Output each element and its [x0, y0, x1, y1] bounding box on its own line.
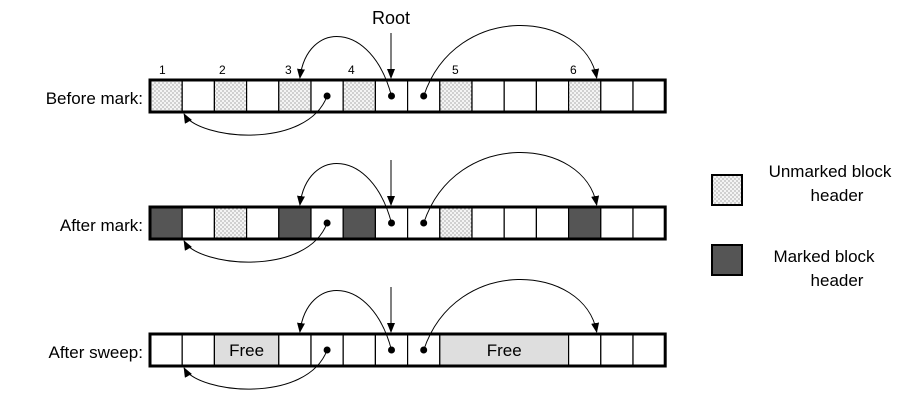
pointer-arrow: [423, 25, 600, 97]
block-number-1: 1: [159, 63, 166, 77]
pointer-arrow: [297, 36, 392, 97]
heap-cell: [149, 333, 183, 367]
heap-cell: [632, 79, 666, 113]
block-number-5: 5: [452, 63, 459, 77]
heap-row-border: [148, 205, 667, 241]
heap-cell: [342, 333, 377, 367]
heap-cell: [503, 206, 538, 240]
root-label: Root: [372, 8, 410, 28]
pointer-arrow: [183, 222, 328, 263]
heap-cell: [600, 79, 634, 113]
free-label: Free: [487, 341, 522, 360]
unmarked-header-cell: [213, 79, 248, 113]
block-number-6: 6: [570, 63, 577, 77]
free-label: Free: [229, 341, 264, 360]
unmarked-header-cell: [567, 79, 602, 113]
marked-header-cell: [567, 206, 602, 240]
heap-cell: [181, 79, 215, 113]
heap-cell: [471, 79, 505, 113]
row-label-after-mark: After mark:: [60, 216, 143, 235]
heap-row-border: [148, 332, 667, 368]
legend-marked-line2: header: [811, 271, 864, 290]
heap-cell: [246, 206, 280, 240]
heap-cell: [471, 206, 505, 240]
heap-row-border: [148, 78, 667, 114]
heap-row-before-mark: [148, 78, 667, 114]
row-label-after-sweep: After sweep:: [49, 343, 144, 362]
heap-cell: [632, 333, 666, 367]
heap-cell: [535, 79, 570, 113]
heap-cell: [246, 79, 280, 113]
legend-marked-line1: Marked block: [773, 247, 875, 266]
heap-cell: [181, 333, 215, 367]
heap-cell: [600, 206, 634, 240]
unmarked-header-cell: [149, 79, 183, 113]
legend-marked-swatch: [711, 244, 743, 276]
pointer-arrows: [183, 25, 600, 390]
legend: Unmarked block header Marked block heade…: [711, 162, 892, 290]
heap-cell: [567, 333, 602, 367]
pointer-arrow: [297, 290, 392, 351]
pointer-arrow: [297, 163, 392, 224]
legend-unmarked-line1: Unmarked block: [769, 162, 892, 181]
marked-header-cell: [149, 206, 183, 240]
pointer-arrow: [183, 95, 328, 136]
unmarked-header-cell: [278, 79, 312, 113]
heap-row-after-sweep: Free Free: [148, 332, 667, 368]
heap-row-after-mark: [148, 205, 667, 241]
marked-header-cell: [342, 206, 377, 240]
marked-header-cell: [278, 206, 312, 240]
block-number-2: 2: [219, 63, 226, 77]
heap-cell: [278, 333, 312, 367]
unmarked-header-cell: [342, 79, 377, 113]
pointer-arrow: [423, 279, 600, 351]
unmarked-header-cell: [439, 79, 473, 113]
pointer-arrow: [183, 349, 328, 390]
heap-cell: [600, 333, 634, 367]
row-label-before-mark: Before mark:: [46, 89, 143, 108]
unmarked-header-cell: [213, 206, 248, 240]
block-number-4: 4: [348, 63, 355, 77]
legend-unmarked-swatch: [711, 174, 743, 206]
heap-cell: [181, 206, 215, 240]
block-numbers: 1 2 3 4 5 6: [159, 63, 577, 77]
unmarked-header-cell: [439, 206, 473, 240]
block-number-3: 3: [285, 63, 292, 77]
heap-cell: [503, 79, 538, 113]
pointer-arrow: [423, 152, 600, 224]
legend-unmarked-line2: header: [811, 186, 864, 205]
heap-cell: [632, 206, 666, 240]
heap-cell: [535, 206, 570, 240]
